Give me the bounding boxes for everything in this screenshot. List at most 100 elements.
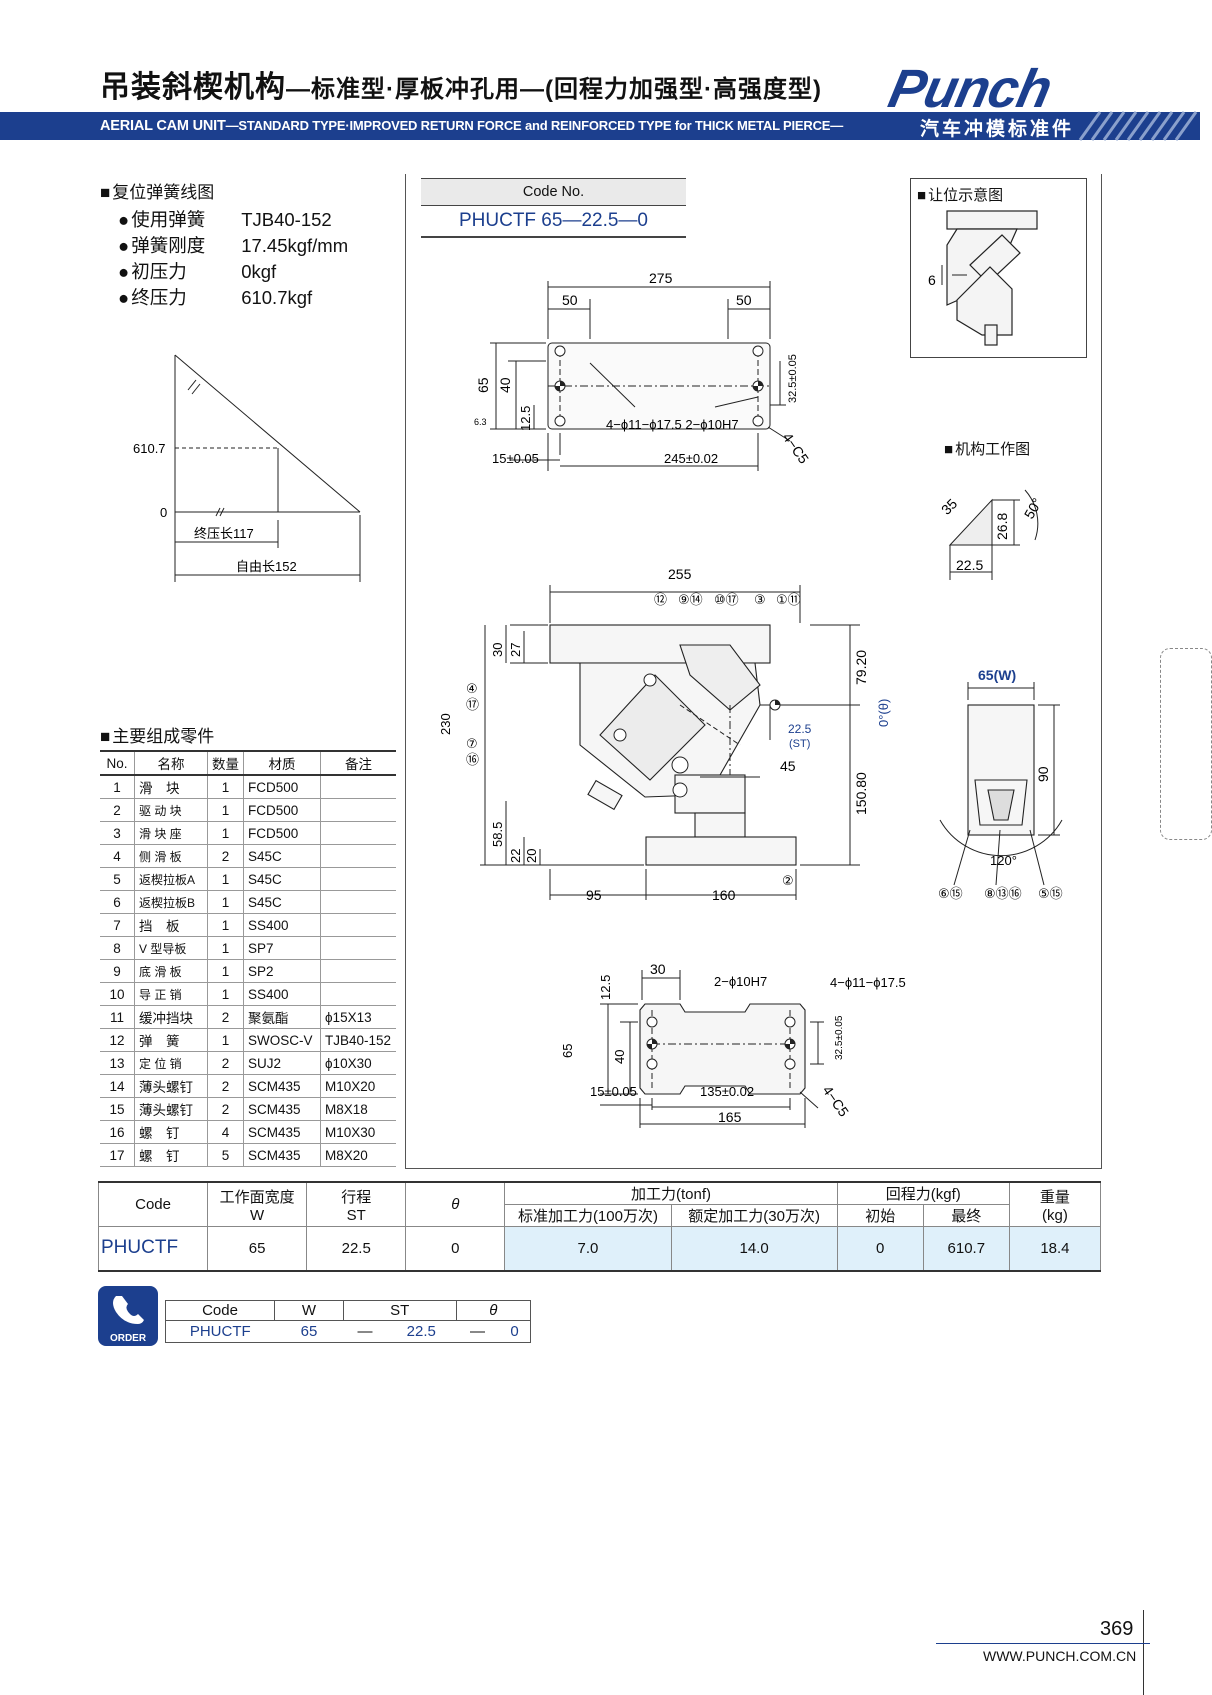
code-box: Code No. PHUCTF 65—22.5—0 (421, 178, 686, 238)
page-number: 369 (1100, 1618, 1134, 1640)
part-note: ϕ15X13 (320, 1005, 396, 1029)
spring-value: TJB40-152 (241, 209, 332, 230)
part-name: 薄头螺钉 (134, 1097, 208, 1121)
spec-h-force: 加工力(tonf) (504, 1181, 838, 1205)
title-en-main: AERIAL CAM UNIT (100, 118, 226, 134)
side-tab (1160, 648, 1212, 840)
part-note: M8X20 (320, 1143, 396, 1167)
part-qty: 1 (207, 1028, 244, 1052)
part-name: 滑 块 座 (134, 821, 208, 845)
main-balloon-4: ④ (466, 681, 478, 696)
part-name: V 型导板 (134, 936, 208, 960)
side-angle: 120° (990, 853, 1017, 868)
spec-h-weight-label: 重量 (1039, 1188, 1070, 1206)
bp-d40: 40 (612, 1050, 627, 1064)
spec-header-row-2: 标准加工力(100万次) 额定加工力(30万次) 初始 最终 (99, 1204, 1101, 1227)
tp-d50b: 50 (736, 292, 752, 308)
part-note: TJB40-152 (320, 1028, 396, 1052)
spec-h-w-label: 工作面宽度 (219, 1188, 295, 1206)
spec-return-final: 610.7 (922, 1226, 1010, 1272)
part-material: S45C (243, 890, 321, 914)
bp-d30: 30 (650, 961, 666, 977)
clearance-box (910, 178, 1087, 358)
part-name: 导 正 销 (134, 982, 208, 1006)
col-qty: 数量 (207, 750, 244, 776)
spring-label: 初压力 (131, 261, 187, 282)
tp-d275: 275 (649, 270, 673, 286)
footer-rule-v (1143, 1610, 1144, 1695)
order-h-st: ST (343, 1300, 457, 1321)
part-name: 返楔拉板B (134, 890, 208, 914)
order-theta: 0 (499, 1320, 531, 1343)
main-d150-8: 150.80 (853, 772, 869, 815)
order-sep-2: — (456, 1320, 499, 1343)
main-d95: 95 (586, 887, 602, 903)
spring-label: 终压力 (131, 287, 187, 308)
work-d50: 50° (1021, 495, 1045, 521)
order-badge: ORDER (98, 1286, 158, 1346)
work-d26-8: 26.8 (994, 513, 1010, 540)
graph-final-len: 终压长117 (194, 526, 254, 541)
phone-icon (113, 1296, 144, 1324)
part-qty: 4 (207, 1120, 244, 1144)
order-st: 22.5 (386, 1320, 457, 1343)
main-d22: 22 (508, 849, 523, 863)
part-note (320, 890, 396, 914)
part-note (320, 844, 396, 868)
main-balloon-2: ② (782, 873, 794, 888)
tp-chamfer: 4−C5 (780, 430, 813, 467)
part-note (320, 982, 396, 1006)
part-no: 14 (100, 1074, 135, 1098)
part-material: SP7 (243, 936, 321, 960)
tp-d15: 15±0.05 (492, 451, 539, 466)
part-name: 螺 钉 (134, 1143, 208, 1167)
header-band (0, 112, 1200, 140)
spec-st: 22.5 (306, 1226, 407, 1272)
part-no: 9 (100, 959, 135, 983)
part-no: 6 (100, 890, 135, 914)
main-d45: 45 (780, 758, 796, 774)
part-no: 5 (100, 867, 135, 891)
spec-theta: 0 (405, 1226, 506, 1272)
order-h-w: W (274, 1300, 344, 1321)
order-sep-1: — (343, 1320, 387, 1343)
part-note (320, 913, 396, 937)
tp-d40: 40 (497, 377, 513, 393)
spec-w: 65 (207, 1226, 308, 1272)
part-qty: 1 (207, 982, 244, 1006)
tp-d245: 245±0.02 (664, 451, 718, 466)
spec-h-code: Code (97, 1181, 209, 1227)
main-d255: 255 (668, 566, 692, 582)
brand-cn: 汽车冲模标准件 (920, 119, 1075, 140)
spec-h-force-std: 标准加工力(100万次) (504, 1204, 672, 1227)
drawing-frame (405, 174, 1102, 1169)
part-material: SCM435 (243, 1120, 321, 1144)
main-balloon-7: ⑦ (466, 736, 478, 751)
title-cn-main: 吊装斜楔机构 (100, 71, 286, 104)
spring-value: 17.45kgf/mm (241, 235, 349, 256)
spec-h-weight-unit: (kg) (1042, 1206, 1068, 1224)
side-d90: 90 (1035, 766, 1051, 782)
part-qty: 2 (207, 1005, 244, 1029)
spring-value: 0kgf (241, 261, 277, 282)
spec-h-w-symbol: W (250, 1206, 265, 1224)
part-material: SS400 (243, 913, 321, 937)
col-name: 名称 (134, 750, 208, 776)
spec-force-std: 7.0 (504, 1226, 672, 1272)
spec-h-st-symbol: ST (346, 1206, 366, 1224)
spring-value: 610.7kgf (241, 287, 313, 308)
part-qty: 1 (207, 959, 244, 983)
order-data-row: PHUCTF 65 — 22.5 — 0 (165, 1320, 531, 1343)
